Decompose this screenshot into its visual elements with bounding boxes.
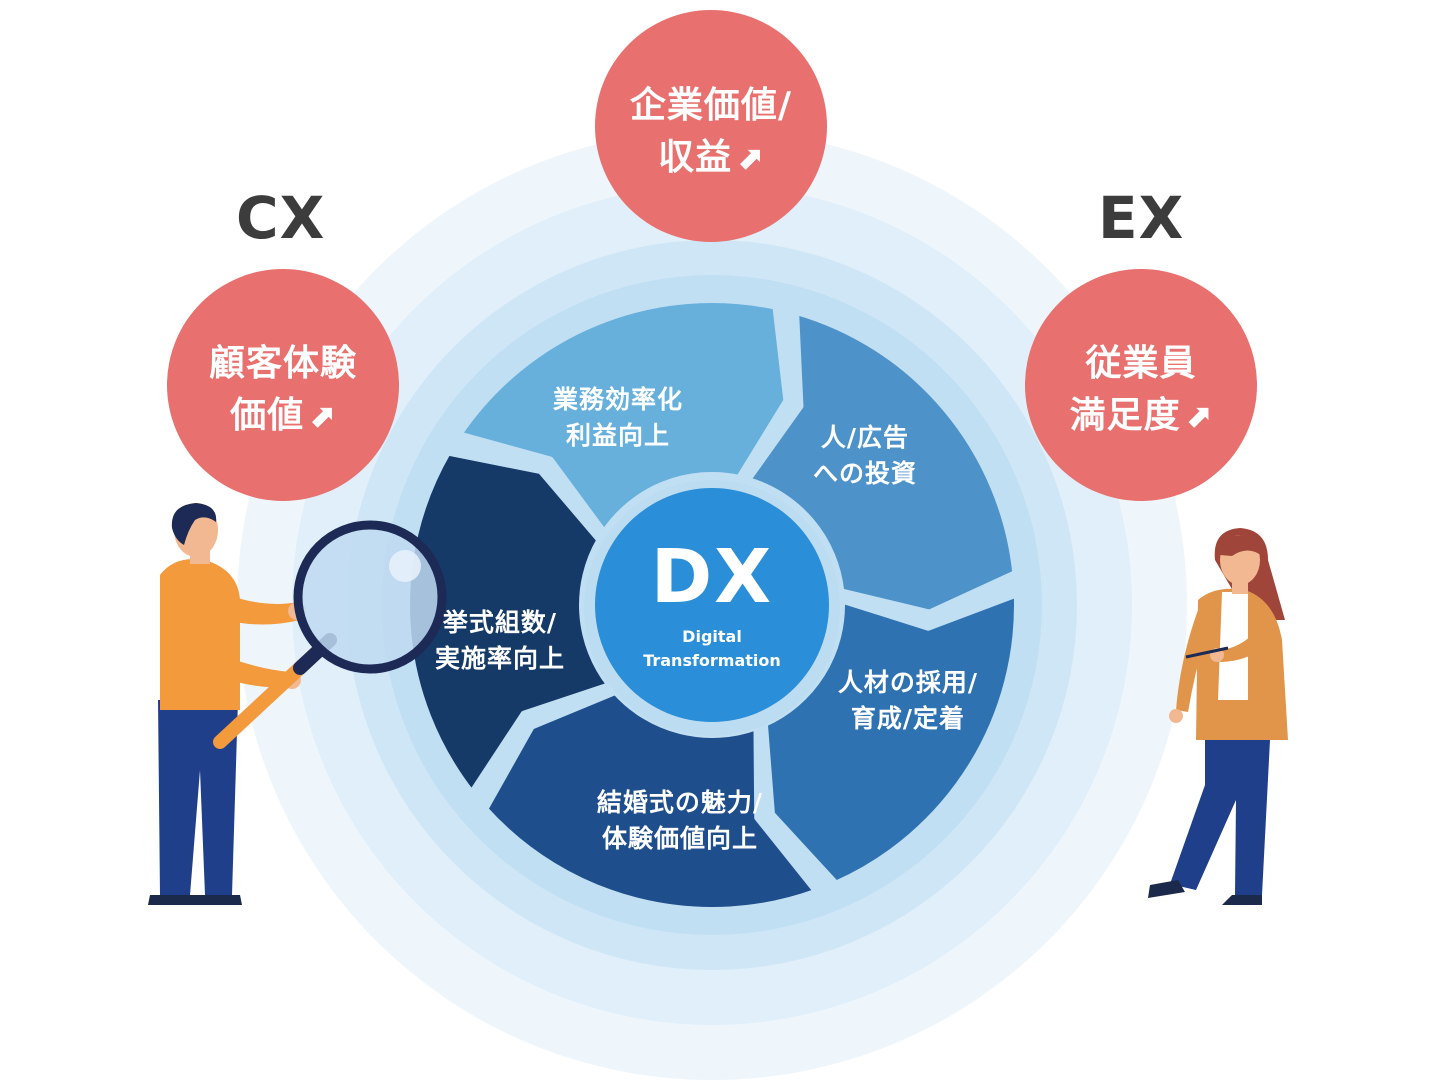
segment-label-line: への投資: [812, 458, 917, 488]
center-subtitle: Digital Transformation: [585, 625, 839, 673]
segment-label-investment: 人/広告 への投資: [780, 420, 950, 491]
segment-label-line: 人材の採用/: [837, 668, 979, 697]
cx-label: CX: [236, 184, 326, 252]
bubble-line: 満足度⬈: [1025, 390, 1257, 442]
ex-label: EX: [1098, 184, 1185, 252]
bubble-line-text: 価値: [230, 395, 305, 437]
segment-label-line: 結婚式の魅力/: [596, 788, 764, 817]
center-disc: [595, 488, 829, 722]
bubble-line-text: 満足度: [1069, 395, 1181, 437]
segment-label-wedding-value: 結婚式の魅力/ 体験価値向上: [575, 785, 785, 856]
segment-label-recruitment: 人材の採用/ 育成/定着: [818, 665, 998, 736]
segment-label-ceremony-count: 挙式組数/ 実施率向上: [415, 605, 585, 676]
center-subtitle-line: Transformation: [643, 651, 781, 670]
bubble-top-text: 企業価値/ 収益⬈: [595, 80, 827, 184]
cycle-segment-5: [404, 449, 613, 796]
segment-label-line: 人/広告: [820, 423, 910, 452]
bubble-top: [595, 10, 827, 242]
bubble-line: 従業員: [1085, 343, 1197, 384]
woman-with-pen-illustration: [1148, 528, 1288, 905]
dx-cycle-segments: [404, 297, 1020, 913]
bubble-line: 企業価値/: [629, 85, 793, 126]
bubble-line-text: 収益: [658, 137, 733, 179]
segment-label-line: 育成/定着: [850, 703, 966, 733]
up-arrow-icon: ⬈: [736, 139, 764, 178]
segment-label-line: 体験価値向上: [601, 823, 758, 853]
bubble-line: 顧客体験: [208, 343, 357, 384]
cycle-segment-1: [456, 297, 790, 536]
center-subtitle-line: Digital: [682, 627, 742, 646]
cycle-segment-3: [761, 591, 1020, 887]
segment-label-line: 実施率向上: [434, 643, 565, 673]
cycle-segment-2: [744, 308, 1019, 616]
segment-label-line: 利益向上: [565, 420, 670, 450]
up-arrow-icon: ⬈: [1184, 397, 1213, 436]
center-title: DX: [650, 534, 774, 620]
up-arrow-icon: ⬈: [308, 397, 336, 436]
segment-label-efficiency: 業務効率化 利益向上: [528, 382, 708, 453]
bubble-left-text: 顧客体験 価値⬈: [167, 338, 399, 442]
bubble-left: [167, 269, 399, 501]
segment-label-line: 挙式組数/: [442, 608, 558, 637]
bubble-right: [1025, 269, 1257, 501]
man-with-magnifier-illustration: [148, 503, 447, 905]
bubble-right-text: 従業員 満足度⬈: [1025, 338, 1257, 442]
bubble-line: 収益⬈: [595, 132, 827, 184]
segment-label-line: 業務効率化: [552, 385, 683, 414]
bubble-line: 価値⬈: [167, 390, 399, 442]
